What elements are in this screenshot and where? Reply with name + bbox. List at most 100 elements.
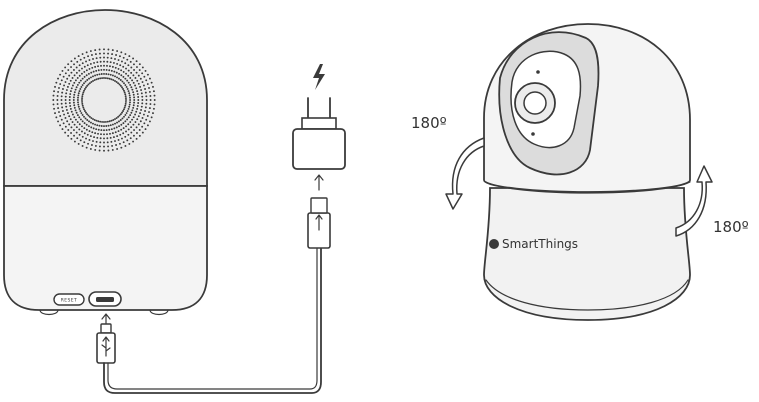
grille-dot bbox=[94, 124, 96, 126]
grille-dot bbox=[137, 99, 139, 101]
grille-dot bbox=[90, 50, 92, 52]
grille-dot bbox=[85, 138, 87, 140]
grille-dot bbox=[70, 138, 72, 140]
grille-dot bbox=[57, 78, 59, 80]
grille-dot bbox=[120, 124, 122, 126]
grille-dot bbox=[105, 73, 107, 75]
grille-dot bbox=[79, 88, 81, 90]
grille-dot bbox=[90, 148, 92, 150]
grille-dot bbox=[124, 93, 126, 95]
grille-dot bbox=[109, 78, 111, 80]
grille-dot bbox=[73, 99, 75, 101]
grille-dot bbox=[90, 63, 92, 65]
grille-dot bbox=[76, 86, 78, 88]
grille-dot bbox=[123, 116, 125, 118]
grille-dot bbox=[139, 112, 141, 114]
grille-dot bbox=[133, 102, 135, 104]
grille-dot bbox=[120, 79, 122, 81]
grille-dot bbox=[84, 88, 86, 90]
grille-dot bbox=[116, 76, 118, 78]
grille-dot bbox=[113, 62, 115, 64]
grille-dot bbox=[70, 126, 72, 128]
grille-dot bbox=[146, 99, 148, 101]
grille-dot bbox=[128, 106, 130, 108]
grille-dot bbox=[126, 118, 128, 120]
grille-dot bbox=[88, 125, 90, 127]
grille-dot bbox=[69, 102, 71, 104]
grille-dot bbox=[91, 144, 93, 146]
grille-dot bbox=[97, 133, 99, 135]
grille-dot bbox=[149, 107, 151, 109]
grille-dot bbox=[119, 55, 121, 57]
grille-dot bbox=[97, 65, 99, 67]
grille-dot bbox=[112, 149, 114, 151]
grille-dot bbox=[65, 96, 67, 98]
grille-dot bbox=[122, 88, 124, 90]
hub-device: RESET bbox=[4, 10, 207, 315]
power-adapter bbox=[293, 64, 345, 169]
grille-dot bbox=[96, 137, 98, 139]
grille-dot bbox=[74, 58, 76, 60]
grille-dot bbox=[89, 68, 91, 70]
grille-dot bbox=[103, 69, 105, 71]
grille-dot bbox=[147, 83, 149, 85]
grille-dot bbox=[77, 101, 79, 103]
grille-dot bbox=[82, 114, 84, 116]
grille-dot bbox=[81, 101, 83, 103]
grille-dot bbox=[116, 148, 118, 150]
grille-dot bbox=[86, 51, 88, 53]
grille-dot bbox=[81, 73, 83, 75]
grille-dot bbox=[78, 116, 80, 118]
grille-dot bbox=[66, 89, 68, 91]
grille-dot bbox=[99, 125, 101, 127]
grille-dot bbox=[125, 68, 127, 70]
grille-dot bbox=[120, 129, 122, 131]
grille-dot bbox=[76, 132, 78, 134]
grille-dot bbox=[130, 112, 132, 114]
grille-dot bbox=[138, 123, 140, 125]
grille-dot bbox=[91, 67, 93, 69]
grille-dot bbox=[116, 50, 118, 52]
grille-dot bbox=[113, 136, 115, 138]
grille-dot bbox=[94, 149, 96, 151]
grille-dot bbox=[77, 99, 79, 101]
grille-dot bbox=[103, 48, 105, 50]
grille-dot bbox=[83, 82, 85, 84]
grille-dot bbox=[80, 59, 82, 61]
grille-dot bbox=[141, 99, 143, 101]
grille-dot bbox=[65, 126, 67, 128]
grille-dot bbox=[95, 145, 97, 147]
grille-dot bbox=[64, 132, 66, 134]
grille-dot bbox=[96, 61, 98, 63]
grille-dot bbox=[78, 128, 80, 130]
grille-dot bbox=[66, 120, 68, 122]
grille-dot bbox=[138, 75, 140, 77]
grille-dot bbox=[74, 124, 76, 126]
grille-dot bbox=[95, 128, 97, 130]
grille-dot bbox=[103, 150, 105, 152]
grille-dot bbox=[122, 122, 124, 124]
grille-dot bbox=[132, 124, 134, 126]
grille-dot bbox=[110, 141, 112, 143]
camera-brand-label: SmartThings bbox=[502, 237, 578, 251]
grille-dot bbox=[69, 93, 71, 95]
grille-dot bbox=[130, 132, 132, 134]
grille-dot bbox=[107, 49, 109, 51]
grille-dot bbox=[65, 102, 67, 104]
grille-dot bbox=[110, 57, 112, 59]
grille-dot bbox=[70, 108, 72, 110]
grille-dot bbox=[89, 130, 91, 132]
grille-dot bbox=[117, 116, 119, 118]
grille-dot bbox=[92, 58, 94, 60]
grille-dot bbox=[98, 69, 100, 71]
grille-dot bbox=[53, 95, 55, 97]
grille-dot bbox=[87, 115, 89, 117]
grille-dot bbox=[94, 75, 96, 77]
grille-dot bbox=[103, 65, 105, 67]
grille-dot bbox=[128, 82, 130, 84]
grille-dot bbox=[79, 134, 81, 136]
grille-dot bbox=[57, 107, 59, 109]
grille-dot bbox=[99, 49, 101, 51]
grille-dot bbox=[111, 128, 113, 130]
grille-dot bbox=[124, 145, 126, 147]
